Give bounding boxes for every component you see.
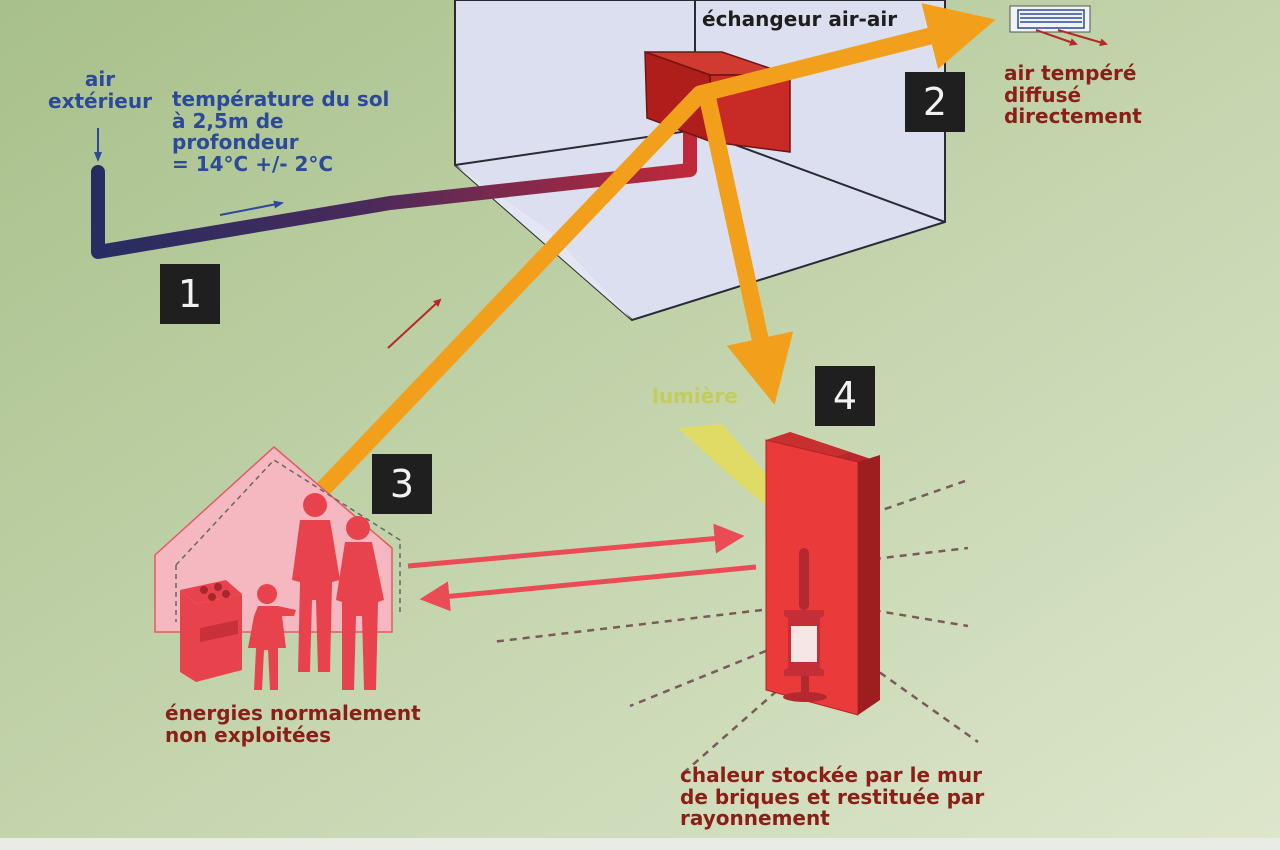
wood-stove-icon [783,548,827,702]
label-chaleur-line1: chaleur stockée par le mur [680,763,982,787]
label-air-line2: extérieur [48,88,152,113]
flow-arrow-to-diffuser [697,3,996,103]
stove-icon [180,580,242,682]
label-temp-line4: = 14°C +/- 2°C [172,151,334,176]
label-lumiere: lumière [652,384,738,408]
label-temp-line2: à 2,5m de [172,108,284,133]
bottom-border [0,838,1280,850]
step-badge-4: 4 [815,366,875,426]
label-air-tempere: air tempéré diffusé directement [1004,61,1142,129]
flow-arrow-to-exchanger [313,85,709,499]
label-tempere-line3: directement [1004,104,1142,129]
step-badge-1: 1 [160,264,220,324]
wall-top [766,432,850,460]
label-echangeur: échangeur air-air [702,7,898,31]
label-air-exterieur: air extérieur [48,67,152,113]
label-temp-line3: profondeur [172,130,299,155]
label-chaleur-line2: de briques et restituée par [680,784,985,809]
heat-arrow-to-house [419,564,757,612]
label-temperature-sol: température du sol à 2,5m de profondeur … [172,87,390,176]
building-floor [455,165,632,320]
step-badge-2: 2 [905,72,965,132]
label-air-line1: air [84,67,116,91]
label-energies: énergies normalement non exploitées [165,701,421,747]
label-temp-line1: température du sol [172,87,390,111]
family-icon [248,493,384,690]
flow-direction-arrow [219,200,284,216]
label-tempere-line1: air tempéré [1004,61,1137,85]
ground-pipe [91,123,697,259]
flow-arrow-to-wall [699,98,794,405]
house-dashed-wall [175,459,401,612]
label-energies-line2: non exploitées [165,722,332,747]
label-chaleur-line3: rayonnement [680,806,830,831]
air-air-exchanger [644,50,791,153]
light-arrow [678,424,780,506]
step-badge-3: 3 [372,454,432,514]
label-tempere-line2: diffusé [1004,82,1082,107]
label-energies-line1: énergies normalement [165,701,421,725]
building-face [454,0,946,322]
label-chaleur: chaleur stockée par le mur de briques et… [680,763,985,831]
heat-arrow-to-wall [407,523,745,569]
thin-direction-arrow [387,298,442,349]
wall-side [858,455,880,715]
air-diffuser-icon [1009,5,1108,47]
